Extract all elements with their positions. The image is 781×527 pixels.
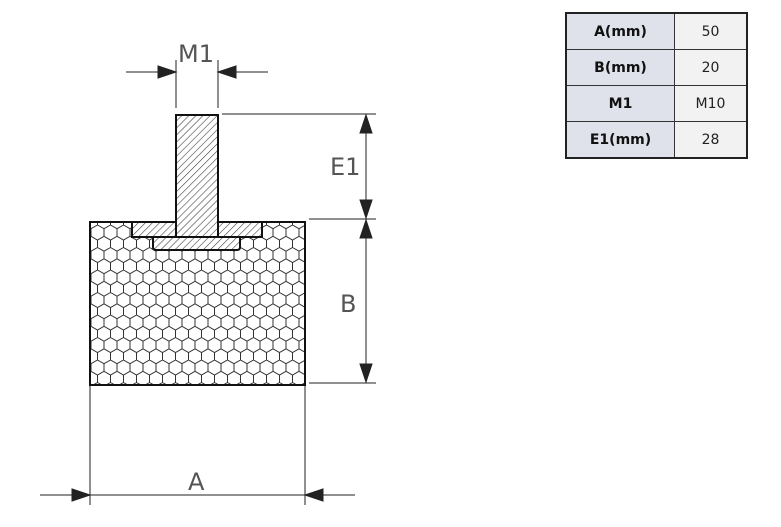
spec-value: 28 <box>674 121 748 159</box>
m1-label: M1 <box>178 40 214 68</box>
spec-value: 50 <box>674 12 748 50</box>
threaded-stud <box>175 114 219 238</box>
spec-value: M10 <box>674 85 748 122</box>
plate-flange <box>152 236 241 251</box>
table-row: B(mm)20 <box>565 49 748 86</box>
technical-drawing: M1 E1 B A <box>40 40 376 505</box>
b-label: B <box>340 290 356 318</box>
e1-label: E1 <box>330 153 360 181</box>
spec-key: M1 <box>565 85 675 122</box>
spec-key: A(mm) <box>565 12 675 50</box>
spec-value: 20 <box>674 49 748 86</box>
spec-key: E1(mm) <box>565 121 675 159</box>
spec-key: B(mm) <box>565 49 675 86</box>
table-row: E1(mm)28 <box>565 121 748 159</box>
a-label: A <box>188 468 205 496</box>
table-row: A(mm)50 <box>565 12 748 50</box>
